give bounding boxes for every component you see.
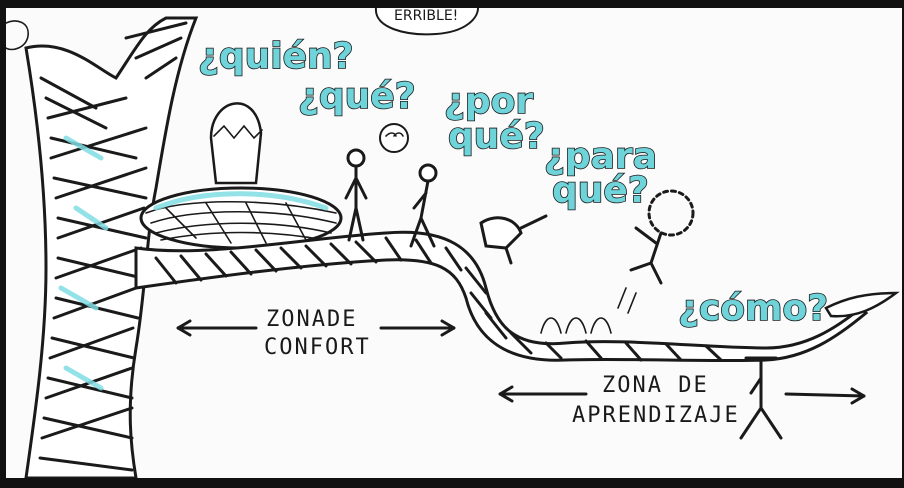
question-paraque-line2: qué? xyxy=(552,170,649,211)
zona-aprendizaje-line1: ZONA DE xyxy=(602,373,709,398)
question-quien: ¿quién? xyxy=(198,36,354,77)
corner-bubble xyxy=(6,21,28,50)
zona-confort-line2: CONFORT xyxy=(264,335,371,360)
figure-standing xyxy=(346,150,366,240)
hatching-egg xyxy=(211,103,262,183)
zona-aprendizaje-line2: APRENDIZAJE xyxy=(572,403,740,428)
illustration-canvas: ERRIBLE! ¿quién? ¿qué? ¿por qué? ¿para q… xyxy=(6,8,902,478)
question-que: ¿qué? xyxy=(298,76,416,117)
question-como: ¿cómo? xyxy=(678,288,828,329)
question-porque-line2: qué? xyxy=(448,116,545,157)
whiteboard-illustration: ERRIBLE! ¿quién? ¿qué? ¿por qué? ¿para q… xyxy=(6,8,902,478)
thought-face xyxy=(380,124,408,152)
zona-confort-line1: ZONADE xyxy=(266,307,357,332)
figure-hanging xyxy=(741,358,781,438)
jump-arcs xyxy=(541,318,611,333)
figure-crouching xyxy=(481,216,546,263)
bubble-text: ERRIBLE! xyxy=(394,8,458,24)
tree-trunk xyxy=(26,18,196,478)
speech-bubble: ERRIBLE! xyxy=(376,8,478,34)
